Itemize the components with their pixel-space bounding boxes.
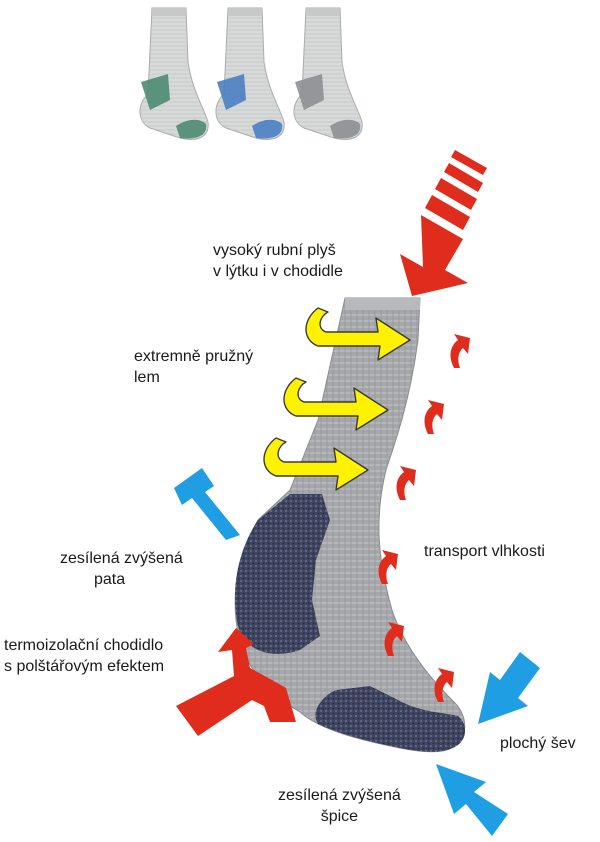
label-cuff: extremně pružný lem (134, 346, 253, 388)
label-moisture: transport vlhkosti (424, 541, 545, 562)
label-plush-line2: v lýtku i v chodidle (213, 263, 343, 280)
label-sole-line2: s polštářovým efektem (4, 658, 165, 675)
label-plush-line1: vysoký rubní plyš (213, 242, 336, 259)
main-sock (234, 297, 466, 753)
label-toe-line1: zesílená zvýšená (278, 787, 401, 804)
label-heel-line2: pata (94, 571, 126, 588)
sock-variant-blue (215, 7, 285, 140)
label-cuff-line1: extremně pružný (134, 348, 254, 365)
pressure-arrow-icon (400, 150, 487, 296)
label-sole-line1: termoizolační chodidlo (4, 637, 164, 654)
label-heel: zesílená zvýšená pata (60, 548, 183, 590)
split-arrow-icon (176, 628, 296, 736)
label-heel-line1: zesílená zvýšená (60, 550, 183, 567)
sock-variant-green (139, 7, 209, 140)
label-seam-text: plochý šev (500, 735, 576, 752)
moisture-arrow-icon (378, 334, 470, 702)
label-sole: termoizolační chodidlo s polštářovým efe… (4, 635, 164, 677)
sock-variant-grey (293, 7, 363, 140)
label-toe-line2: špice (320, 808, 359, 825)
label-seam: plochý šev (500, 733, 576, 754)
stretch-arrow-icon (263, 307, 411, 491)
label-plush: vysoký rubní plyš v lýtku i v chodidle (213, 240, 343, 282)
label-moisture-text: transport vlhkosti (424, 543, 545, 560)
label-toe: zesílená zvýšená špice (278, 785, 401, 827)
compression-arrow-icon (174, 468, 540, 836)
label-cuff-line2: lem (134, 369, 160, 386)
